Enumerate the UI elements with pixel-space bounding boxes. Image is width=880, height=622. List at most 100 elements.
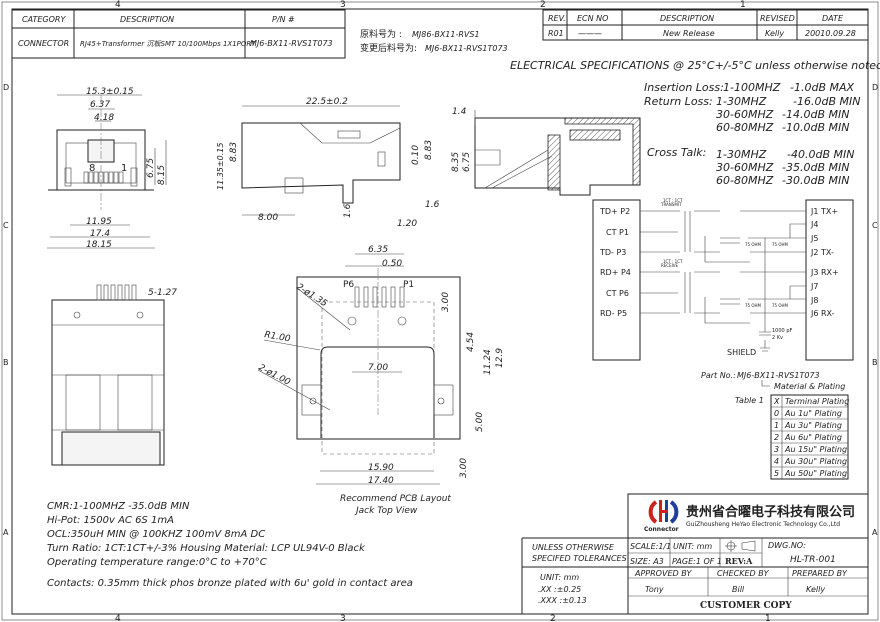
resistor-label: 75 OHM [745, 242, 762, 247]
revised-header: REVISED [760, 14, 795, 23]
note-temperature: Operating temperature range:0°C to +70°C [47, 557, 267, 568]
company-logo: Connector [644, 500, 679, 533]
specs-title: ELECTRICAL SPECIFICATIONS @ 25°C+/-5°C u… [510, 59, 880, 72]
jack-j4: J4 [810, 220, 818, 229]
plating-code: 2 [774, 433, 779, 442]
schematic: TD+ P2 CT P1 TD- P3 RD+ P4 CT P6 RD- P5 … [592, 198, 854, 361]
dim-1-20: 1.20 [397, 219, 417, 229]
pin-p1-label: P1 [403, 280, 414, 290]
front-view: 15.3±0.15 6.37 4.18 11.95 17.4 18.15 6.7… [47, 87, 167, 250]
cap-voltage: 2 Kv [772, 335, 783, 341]
pin-rd-minus: RD- P5 [600, 309, 627, 318]
insertion-loss-label: Insertion Loss: [644, 81, 724, 94]
cross-talk-range: 60-80MHZ [716, 174, 774, 187]
revision-table: REV. ECN NO DESCRIPTION REVISED DATE R01… [542, 9, 869, 41]
tolerance-xx: .XX :±0.25 [538, 585, 581, 594]
jack-j1: J1 TX+ [810, 207, 838, 216]
dim-4-54: 4.54 [466, 332, 476, 352]
cross-talk-value: -35.0dB MIN [782, 161, 849, 174]
bottom-view: 5-1.27 [51, 284, 177, 466]
resistor-label: 75 OHM [772, 242, 789, 247]
section-view: 1.4 8.35 6.75 [451, 107, 641, 196]
plating-desc: Au 30u" Plating [784, 457, 847, 466]
insertion-loss-value: -1.0dB MAX [790, 81, 855, 94]
dim-hole-1-35: 2-ø1.35 [294, 282, 329, 309]
pin-ct-p1: CT P1 [606, 228, 629, 237]
dim-hole-1-00: 2-ø1.00 [257, 363, 292, 388]
cross-talk-range: 1-30MHZ [716, 148, 767, 161]
electrical-specs: ELECTRICAL SPECIFICATIONS @ 25°C+/-5°C u… [510, 59, 880, 187]
dim-6-37: 6.37 [90, 100, 110, 110]
pin-8-label: 8 [89, 163, 95, 174]
rev-description-value: New Release [663, 29, 715, 38]
plating-header-x: X [773, 397, 780, 406]
tolerance-unit: UNIT: mm [540, 573, 579, 582]
dim-6-75-section: 6.75 [462, 152, 472, 172]
zone-col-3-bottom: 3 [340, 614, 346, 622]
dim-12-9: 12.9 [495, 348, 505, 368]
logo-text: Connector [644, 526, 679, 533]
unit: UNIT: mm [673, 542, 712, 551]
zone-row-b-left: B [3, 358, 9, 367]
dim-8-35: 8.35 [451, 152, 461, 172]
dim-22-5: 22.5±0.2 [306, 97, 348, 107]
jack-j6: J6 RX- [810, 309, 835, 318]
plating-desc: Au 6u" Plating [784, 433, 842, 442]
plating-code: 0 [774, 409, 779, 418]
dim-11-35: 11.35±0.15 [216, 143, 225, 190]
pin-ct-p6: CT P6 [606, 289, 629, 298]
zone-col-2-bottom: 2 [550, 614, 556, 622]
zone-col-1: 1 [740, 0, 746, 10]
jack-j3: J3 RX+ [810, 268, 839, 277]
part-no-value: MJ6-BX11-RVS1T073 [737, 371, 820, 380]
header-table: CATEGORY DESCRIPTION P/N # CONNECTOR RJ4… [11, 9, 346, 59]
part-change-note: 原料号为 : MJ86-BX11-RVS1 变更后料号为: MJ6-BX11-R… [360, 28, 508, 54]
return-loss-range: 30-60MHZ [716, 108, 774, 121]
sheet-size: SIZE: A3 [630, 557, 664, 566]
revision-letter: REV:A [725, 556, 753, 566]
zone-row-a-left: A [3, 528, 9, 537]
plating-desc: Au 50u" Plating [784, 469, 847, 478]
tolerance-title-1: UNLESS OTHERWISE [532, 543, 615, 552]
cell-description: RJ45+Transformer 沉板SMT 10/100Mbps 1X1POR… [80, 40, 256, 48]
header-category: CATEGORY [22, 15, 66, 24]
approved-by-label: APPROVED BY [634, 569, 693, 578]
pcb-caption-1: Recommend PCB Layout [340, 494, 451, 504]
dim-5-00: 5.00 [475, 412, 485, 432]
note-cmr: CMR:1-100MHZ -35.0dB MIN [47, 501, 190, 512]
dim-8-00: 8.00 [258, 213, 278, 223]
pin-1-label: 1 [121, 163, 127, 174]
pin-p6-label: P6 [343, 280, 354, 290]
general-notes: CMR:1-100MHZ -35.0dB MIN Hi-Pot: 1500v A… [47, 501, 413, 589]
dim-pitch: 5-1.27 [148, 288, 177, 298]
return-loss-range: 1-30MHZ [716, 95, 767, 108]
dim-7-00: 7.00 [368, 363, 388, 373]
zone-col-1-bottom: 1 [765, 614, 771, 622]
cross-talk-range: 30-60MHZ [716, 161, 774, 174]
pin-rd-plus: RD+ P4 [600, 268, 631, 277]
pin-td-minus: TD- P3 [599, 248, 626, 257]
zone-row-c-left: C [3, 221, 9, 230]
zone-row-d-left: D [3, 83, 9, 92]
dim-0-50: 0.50 [382, 259, 402, 269]
shield-label: SHIELD [727, 348, 756, 357]
dwg-no: HL-TR-001 [790, 555, 836, 565]
dim-6-75: 6.75 [146, 158, 156, 178]
plating-desc: Au 15u" Plating [784, 445, 847, 454]
dim-8-15: 8.15 [157, 165, 167, 185]
plating-desc: Au 1u" Plating [784, 409, 842, 418]
cap-value: 1000 pF [772, 328, 792, 334]
cell-pn: MJ6-BX11-RVS1T073 [250, 39, 333, 48]
header-pn: P/N # [272, 15, 295, 24]
dim-1-6: 1.6 [425, 200, 440, 210]
xfmr-tx-label: TRANSMIT [660, 202, 682, 207]
tolerance-xxx: .XXX :±0.13 [538, 596, 587, 605]
rev-value: R01 [548, 29, 564, 38]
original-pn: MJ86-BX11-RVS1 [412, 30, 480, 39]
dim-1-4: 1.4 [452, 107, 467, 117]
approved-by: Tony [645, 585, 664, 594]
dim-r1-00: R1.00 [263, 330, 291, 344]
pcb-caption-2: Jack Top View [354, 506, 418, 516]
